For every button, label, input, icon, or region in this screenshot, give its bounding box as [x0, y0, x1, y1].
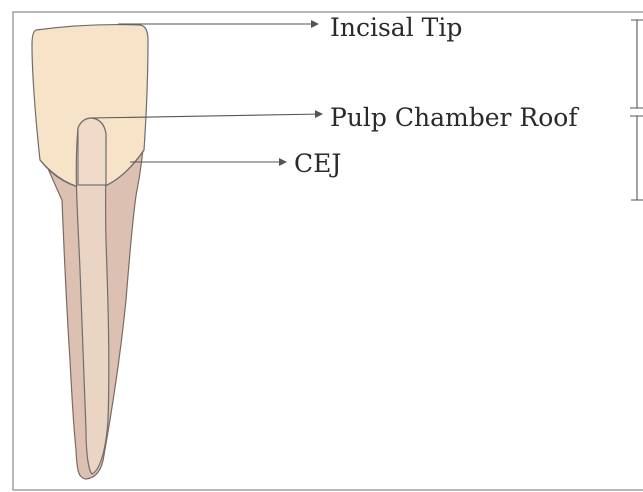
- pulp-chamber-roof-label: Pulp Chamber Roof: [330, 103, 579, 132]
- pulp-chamber: [78, 118, 106, 185]
- incisal-tip-label: Incisal Tip: [330, 13, 462, 42]
- measurement-bracket: [630, 20, 643, 200]
- cej-label: CEJ: [294, 149, 341, 178]
